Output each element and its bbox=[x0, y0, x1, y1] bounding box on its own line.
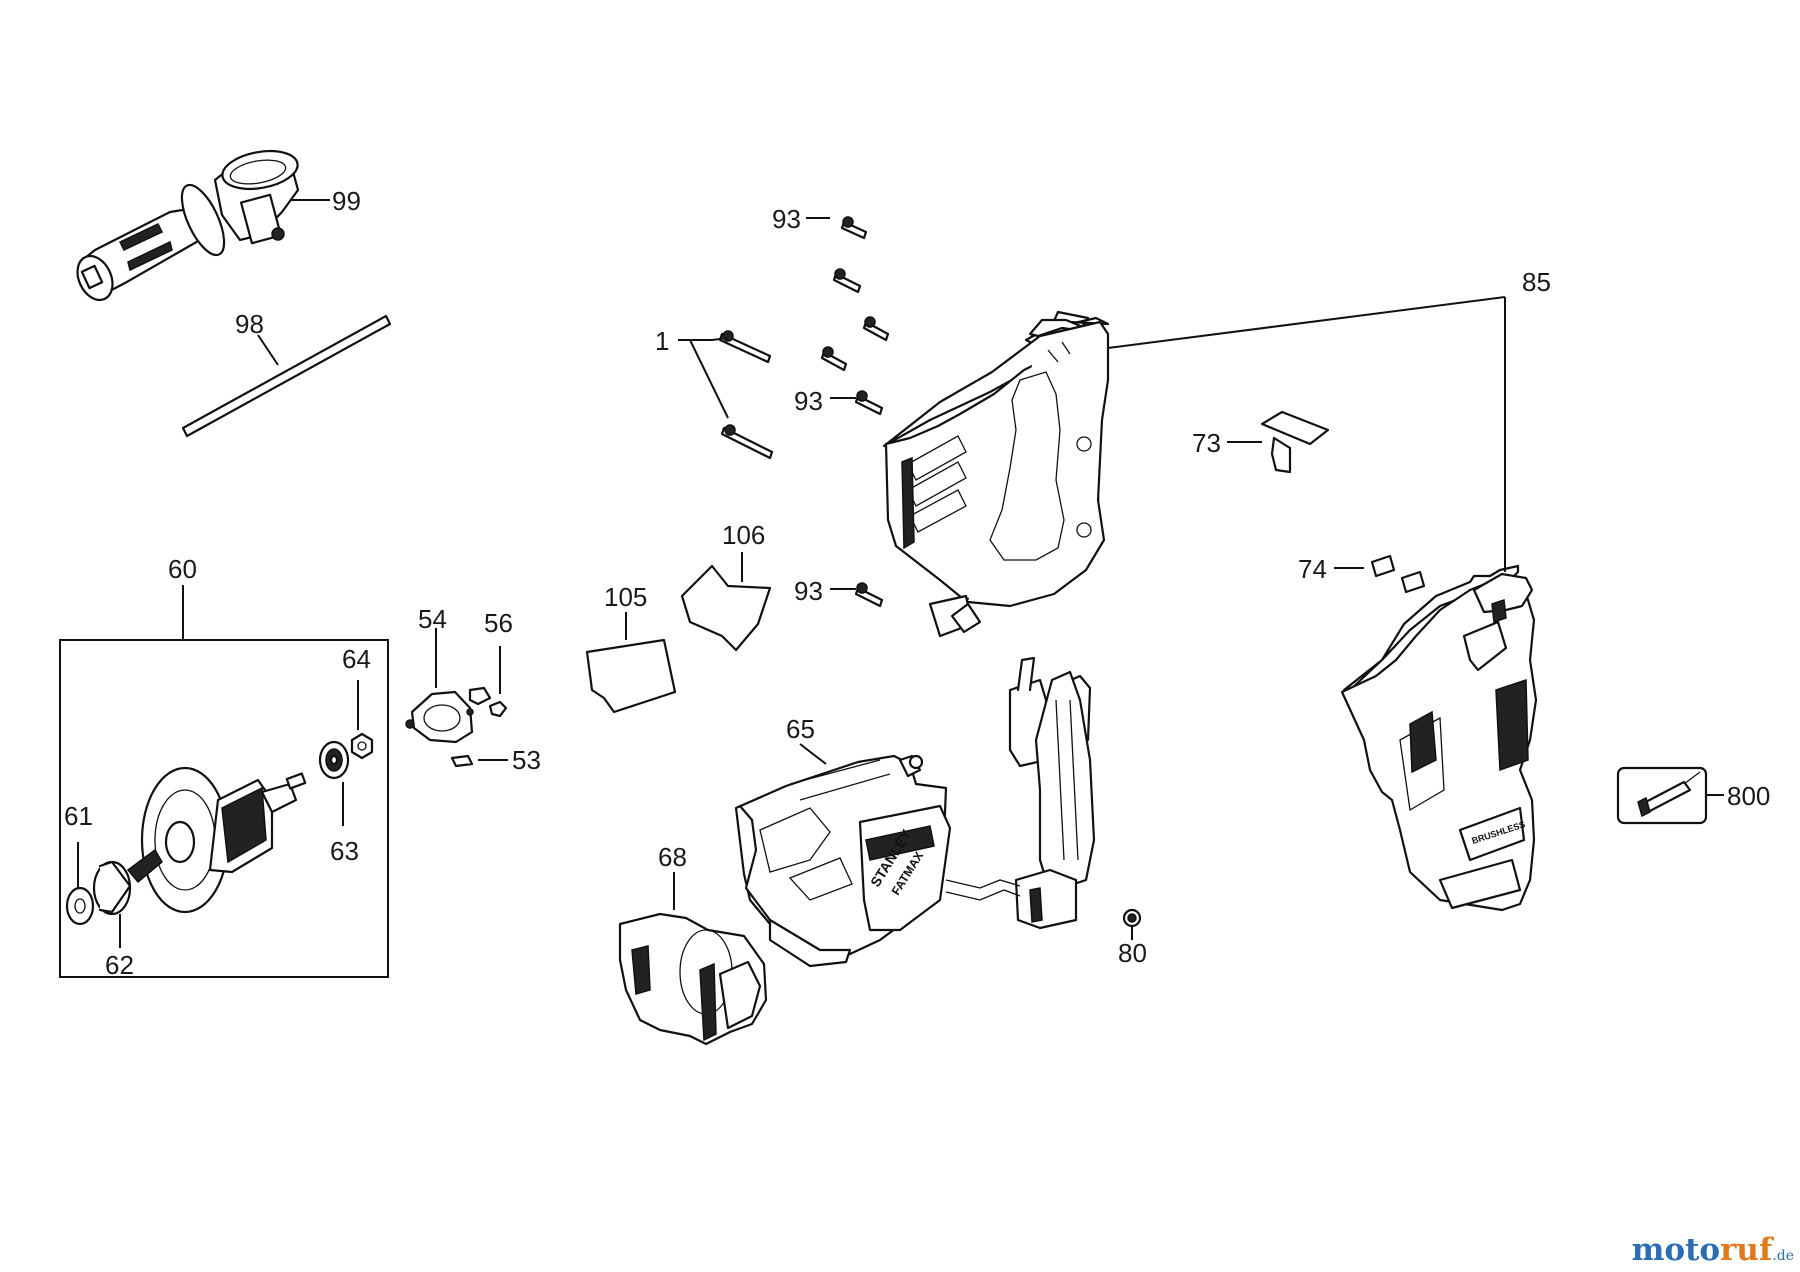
watermark-brand-a: moto bbox=[1631, 1232, 1721, 1268]
part-800-wire-plug bbox=[1616, 766, 1708, 825]
part-106-pad bbox=[680, 564, 772, 652]
label-73: 73 bbox=[1192, 428, 1221, 458]
label-93-bottom: 93 bbox=[794, 576, 823, 606]
label-54: 54 bbox=[418, 604, 447, 634]
label-62: 62 bbox=[105, 950, 134, 980]
part-74-pads bbox=[1370, 554, 1426, 594]
label-60: 60 bbox=[168, 554, 197, 584]
part-54-brush-holder bbox=[405, 690, 474, 744]
label-1: 1 bbox=[655, 326, 669, 356]
watermark-brand-b: ruf bbox=[1720, 1232, 1773, 1268]
label-105: 105 bbox=[604, 582, 647, 612]
part-64-nut bbox=[350, 732, 374, 760]
part-53-clip bbox=[450, 754, 474, 768]
part-60-armature bbox=[126, 766, 307, 914]
label-64: 64 bbox=[342, 644, 371, 674]
part-switch-wiring bbox=[945, 656, 1096, 930]
label-98: 98 bbox=[235, 309, 264, 339]
label-99: 99 bbox=[332, 186, 361, 216]
label-85: 85 bbox=[1522, 267, 1551, 297]
label-800: 800 bbox=[1727, 781, 1770, 811]
part-63-bearing bbox=[318, 740, 350, 780]
label-93-middle: 93 bbox=[794, 386, 823, 416]
label-53: 53 bbox=[512, 745, 541, 775]
part-98-depth-rod bbox=[181, 314, 392, 438]
label-93-top: 93 bbox=[772, 204, 801, 234]
armature-group-box bbox=[59, 639, 389, 978]
part-80-screw bbox=[1122, 908, 1142, 928]
label-63: 63 bbox=[330, 836, 359, 866]
part-65-motor-housing: STANLEY FATMAX bbox=[734, 754, 952, 968]
part-99-side-handle bbox=[76, 149, 300, 302]
part-56-screw bbox=[468, 686, 508, 718]
part-105-pad bbox=[585, 638, 677, 714]
watermark-tld: .de bbox=[1772, 1248, 1794, 1264]
label-56: 56 bbox=[484, 608, 513, 638]
part-73-switch-lever bbox=[1260, 410, 1330, 474]
label-68: 68 bbox=[658, 842, 687, 872]
part-62-spacer bbox=[92, 860, 132, 916]
part-61-washer bbox=[65, 886, 95, 926]
part-85-housing-right: BRUSHLESS bbox=[1340, 564, 1538, 912]
label-65: 65 bbox=[786, 714, 815, 744]
label-61: 61 bbox=[64, 801, 93, 831]
screws-group bbox=[718, 216, 890, 608]
part-85-housing-left bbox=[882, 310, 1110, 638]
label-106: 106 bbox=[722, 520, 765, 550]
label-80: 80 bbox=[1118, 938, 1147, 968]
part-68-front-cover bbox=[618, 912, 768, 1046]
label-74: 74 bbox=[1298, 554, 1327, 584]
motoruf-watermark: motoruf.de bbox=[1632, 1232, 1794, 1268]
